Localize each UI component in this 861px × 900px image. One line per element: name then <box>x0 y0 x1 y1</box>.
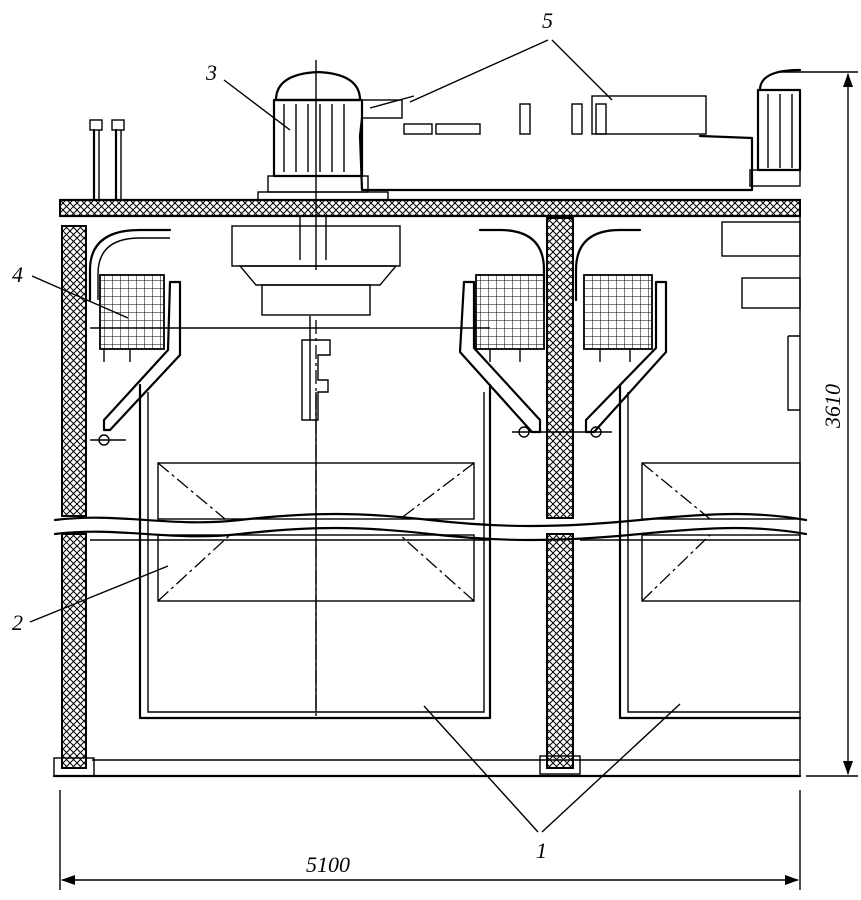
label-4: 4 <box>12 262 23 287</box>
pipes-left <box>89 119 125 202</box>
dimension-height: 3610 <box>780 71 858 777</box>
ducts <box>88 228 642 302</box>
impeller-left <box>157 320 475 720</box>
motor-right <box>721 68 802 411</box>
motor-left <box>257 60 389 270</box>
leader-lines <box>29 39 681 833</box>
shaft-coupling <box>301 316 331 421</box>
label-1: 1 <box>536 838 547 863</box>
dimension-width: 5100 <box>59 790 801 890</box>
control-console <box>358 95 754 192</box>
left-wall <box>53 225 95 777</box>
tank-right <box>580 383 802 720</box>
hopper-center <box>458 280 668 438</box>
impeller-right <box>641 462 801 602</box>
insulation-block <box>99 274 653 362</box>
dimension-height-label: 3610 <box>820 384 845 429</box>
label-3: 3 <box>205 60 217 85</box>
top-cover <box>58 198 802 218</box>
middle-wall <box>539 217 581 775</box>
hopper-left <box>90 280 182 446</box>
break-line <box>53 512 808 542</box>
label-5: 5 <box>542 8 553 33</box>
floor <box>52 200 802 778</box>
label-2: 2 <box>12 610 23 635</box>
dimension-width-label: 5100 <box>306 852 350 877</box>
